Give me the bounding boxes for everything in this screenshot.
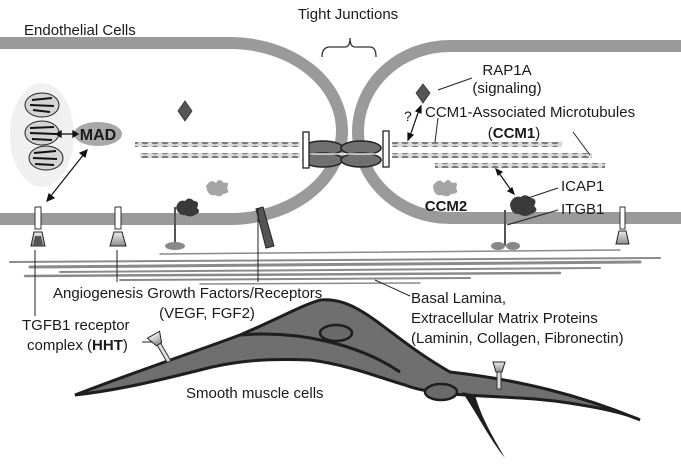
vegf-receptor xyxy=(255,206,275,249)
smooth-muscle-cells xyxy=(74,298,641,458)
icap1-label: ICAP1 xyxy=(561,178,604,195)
ecm-label: Extracellular Matrix Proteins xyxy=(411,310,598,327)
tight-junctions-label: Tight Junctions xyxy=(298,6,398,23)
itgb1-integrin-left xyxy=(165,207,185,250)
ccm2-protein-right xyxy=(433,180,458,197)
rap1a-diamond-right xyxy=(415,83,431,104)
arrow-microtubules-icap1 xyxy=(494,167,516,196)
basal-lamina-fibers xyxy=(9,249,661,285)
arrow-rap1a-microtubules xyxy=(407,104,422,142)
ccm1-label: (CCM1) xyxy=(488,125,541,142)
basal-lamina-label: Basal Lamina, xyxy=(411,290,506,307)
mad-label: MAD xyxy=(80,127,116,144)
itgb1-leader xyxy=(506,209,559,226)
tgfb1-label-line2: complex (HHT) xyxy=(27,337,128,354)
itgb1-label: ITGB1 xyxy=(561,201,604,218)
ecm-sub-label: (Laminin, Collagen, Fibronectin) xyxy=(411,330,624,347)
growth-factor-receptor xyxy=(109,206,127,247)
ccm1-microtubules-label: CCM1-Associated Microtubules xyxy=(425,104,635,121)
itgb1-integrin-right xyxy=(491,210,520,250)
icap1-leader xyxy=(527,187,559,199)
angiogenesis-sub-label: (VEGF, FGF2) xyxy=(159,305,255,322)
arrow-dna-mad xyxy=(54,129,80,139)
rap1a-sub-label: (signaling) xyxy=(472,80,541,97)
mad-protein xyxy=(74,122,122,146)
rap1a-diamond-left xyxy=(177,100,193,122)
tgfb1-receptor-smooth-muscle-2 xyxy=(492,361,506,390)
left-cell-membrane xyxy=(0,37,348,225)
angiogenesis-label: Angiogenesis Growth Factors/Receptors xyxy=(53,285,322,302)
nucleus-smooth-muscle-2 xyxy=(423,382,459,402)
ccm1-leader-left xyxy=(434,117,439,143)
nucleus-smooth-muscle-1 xyxy=(318,323,354,343)
ccm2-protein-left xyxy=(206,180,229,197)
question-mark: ? xyxy=(404,108,412,124)
microtubules-right xyxy=(392,142,605,168)
tight-junction-bracket xyxy=(321,37,377,58)
microtubules-left xyxy=(135,142,300,158)
tgfb1-receptor-smooth-muscle-1 xyxy=(146,330,172,364)
endothelial-cells-label: Endothelial Cells xyxy=(24,22,136,39)
smooth-muscle-label: Smooth muscle cells xyxy=(186,385,324,402)
rap1a-label: RAP1A xyxy=(482,62,531,79)
tgfb1-receptor-1 xyxy=(30,206,46,247)
tgfb1-label-line1: TGFB1 receptor xyxy=(22,317,130,334)
icap1-protein-left xyxy=(176,198,200,217)
tight-junction-complex xyxy=(302,130,390,169)
right-cell-membrane xyxy=(352,40,681,224)
nucleus-dna xyxy=(10,83,74,187)
arrow-mad-receptor xyxy=(46,148,88,203)
ccm1-leader-right xyxy=(572,131,591,156)
icap1-protein-right xyxy=(510,195,537,216)
ccm2-label: CCM2 xyxy=(425,198,468,215)
leader-lines xyxy=(34,208,411,343)
tgfb1-receptor-2 xyxy=(615,206,630,245)
rap1a-leader xyxy=(437,77,473,91)
